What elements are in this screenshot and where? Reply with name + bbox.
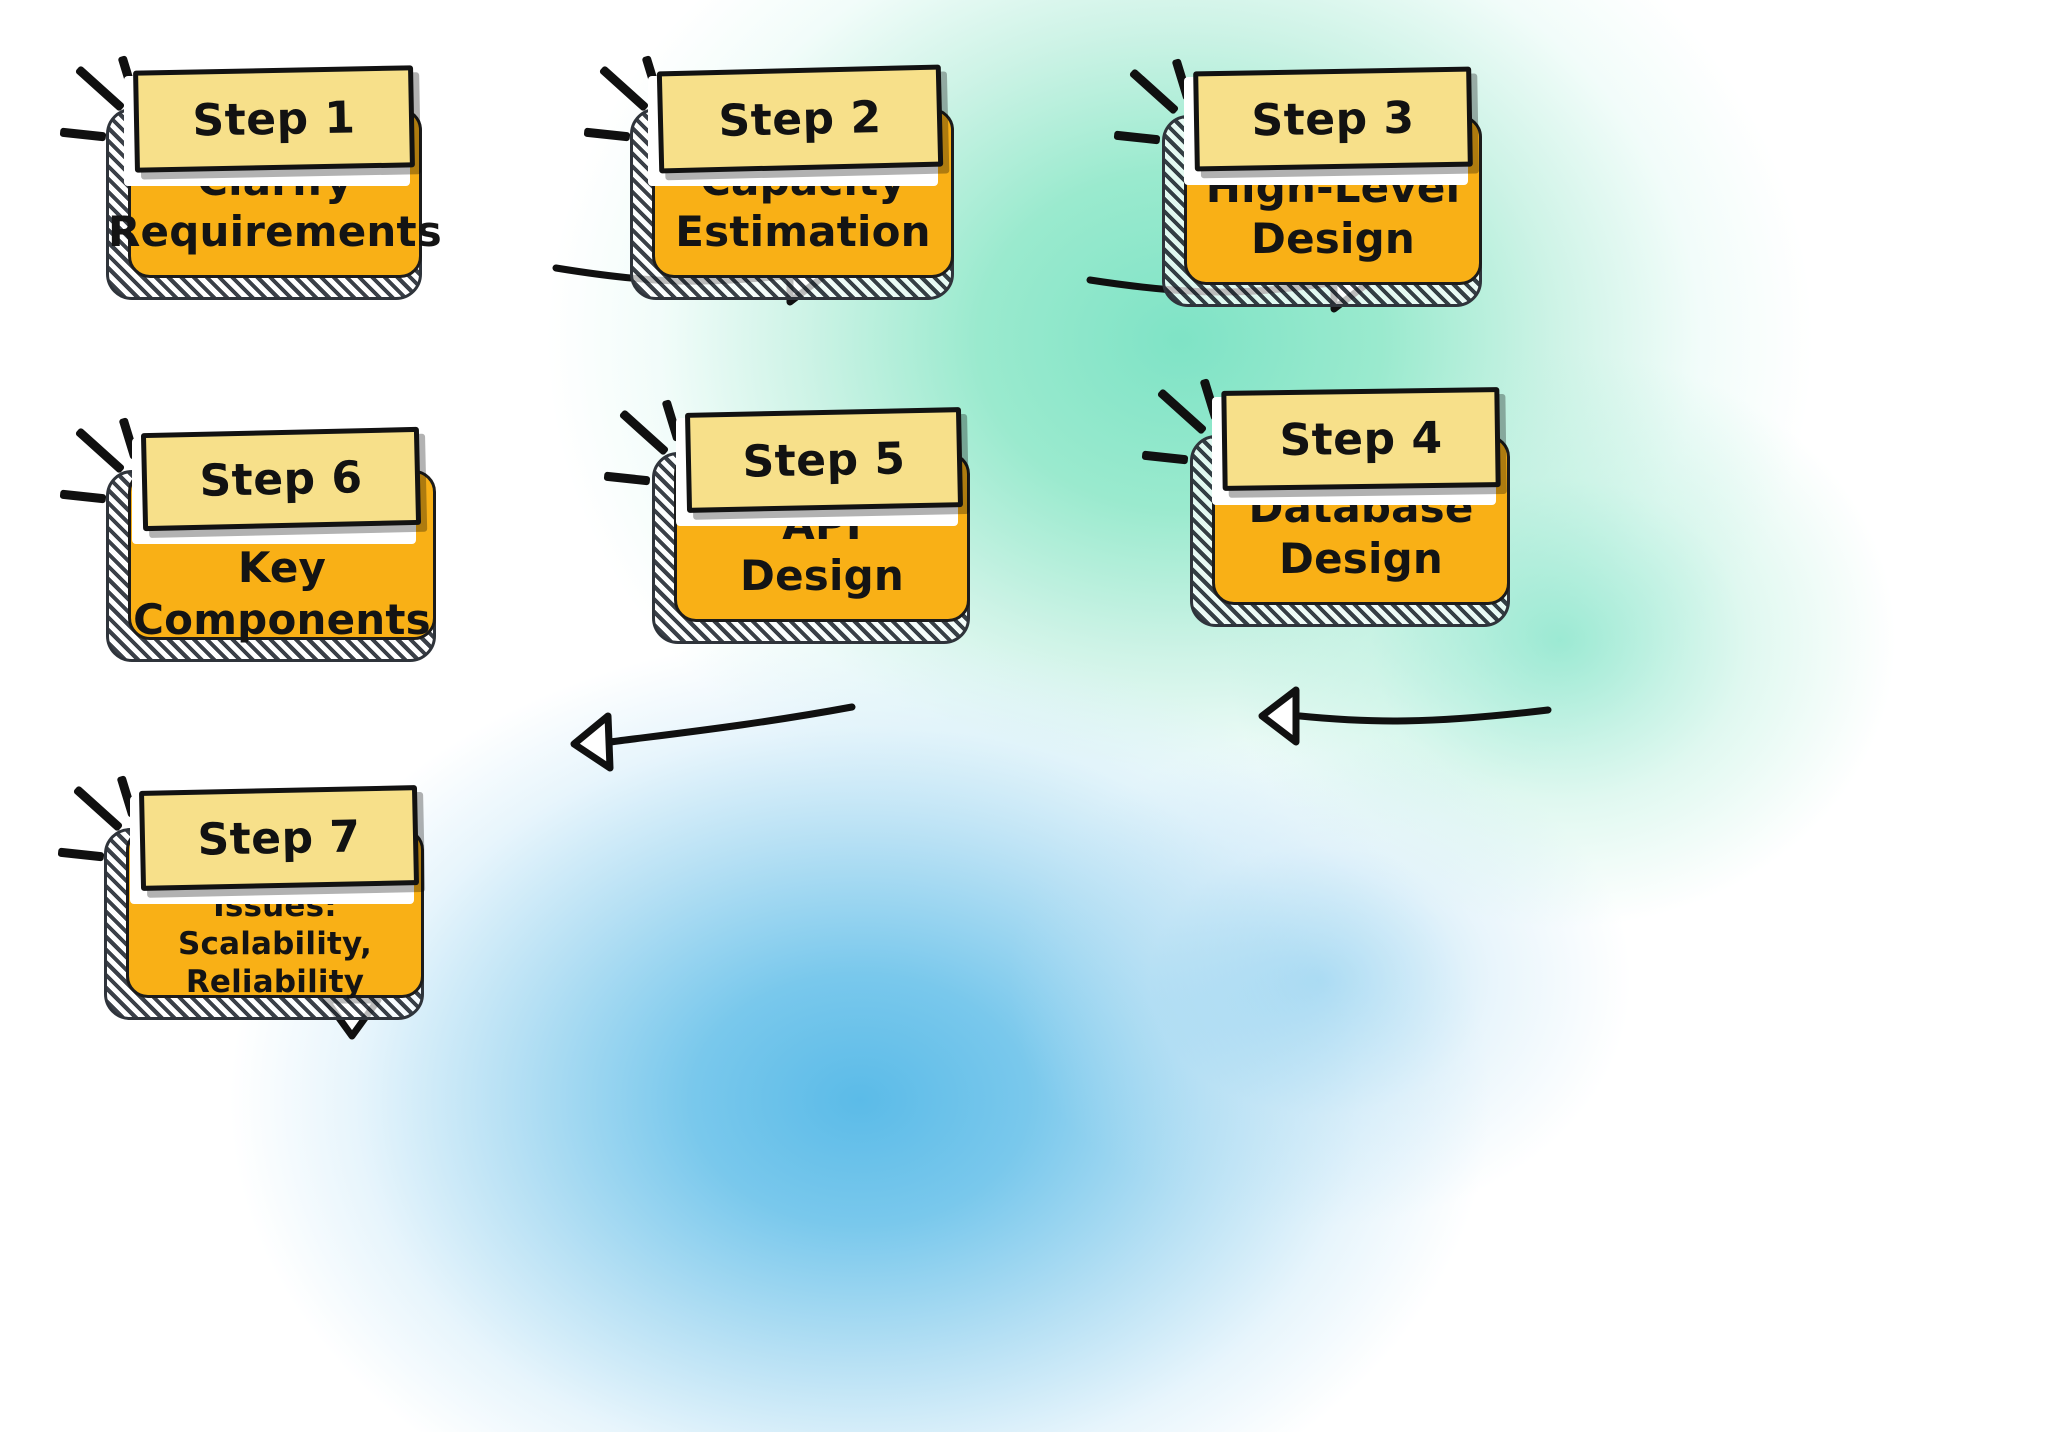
node-step4-step-label-text: Step 4 — [1279, 412, 1443, 466]
node-step1-step-label: Step 1 — [133, 65, 415, 173]
node-step2-step-label-text: Step 2 — [717, 91, 883, 147]
node-step4[interactable]: Database Design Step 4 — [1141, 378, 1510, 627]
node-step5-step-label-text: Step 5 — [741, 432, 907, 488]
node-step4-step-label: Step 4 — [1221, 387, 1501, 491]
node-step3-text: High-Level Design — [1205, 162, 1461, 263]
node-step3-step-label-text: Step 3 — [1251, 92, 1415, 146]
node-step1[interactable]: Clarify Requirements Step 1 — [59, 55, 442, 300]
node-step5-step-label: Step 5 — [684, 407, 964, 513]
node-step7[interactable]: Address Key Issues: Scalability, Reliabi… — [57, 775, 424, 1020]
node-step6[interactable]: Dive into Key Components Step 6 — [59, 417, 436, 662]
node-step2-step-label: Step 2 — [656, 64, 944, 174]
node-step7-step-label-text: Step 7 — [196, 810, 362, 866]
node-step3[interactable]: High-Level Design Step 3 — [1113, 58, 1482, 307]
node-step5[interactable]: API Design Step 5 — [603, 399, 970, 644]
node-step6-step-label: Step 6 — [140, 426, 422, 532]
node-step3-step-label: Step 3 — [1193, 66, 1473, 172]
node-step6-step-label-text: Step 6 — [198, 451, 364, 507]
node-step1-step-label-text: Step 1 — [192, 91, 356, 147]
node-step7-step-label: Step 7 — [138, 785, 420, 891]
node-step2[interactable]: Capacity Estimation Step 2 — [583, 55, 954, 300]
